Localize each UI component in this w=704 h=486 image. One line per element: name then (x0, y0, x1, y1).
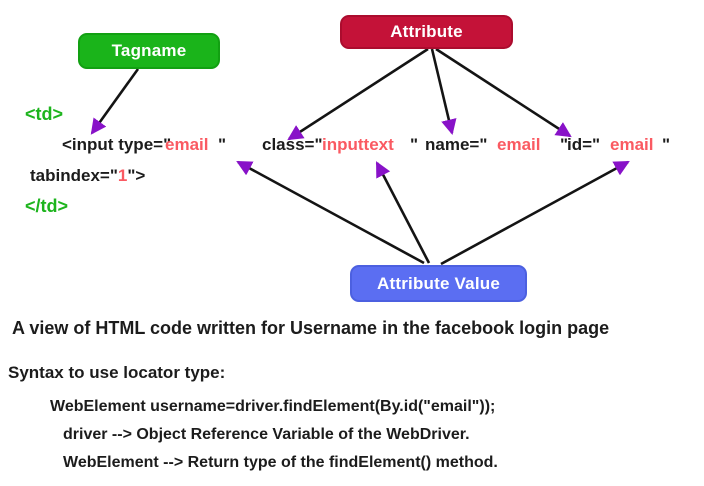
code-token: tabindex=" (30, 166, 118, 185)
arrow-tagname-to-input-tag (90, 68, 140, 135)
code-token: name=" (425, 135, 488, 154)
attribute-label: Attribute (390, 22, 463, 41)
code-token: class=" (262, 135, 323, 154)
code-token: " (662, 135, 671, 154)
code-token: <input type=" (62, 135, 172, 154)
code-token: " (218, 135, 227, 154)
arrow-attrvalue-to-id-value (440, 160, 630, 266)
arrow-attribute-to-id (435, 47, 572, 138)
code-open-td: <td> (25, 104, 64, 124)
code-token: inputtext (322, 135, 394, 154)
code-token: email (610, 135, 654, 154)
attribute-value-label: Attribute Value (377, 273, 500, 293)
arrow-attrvalue-to-type-value (236, 160, 425, 265)
code-token: 1 (117, 166, 128, 185)
syntax-line: driver --> Object Reference Variable of … (63, 426, 470, 443)
syntax-line: WebElement username=driver.findElement(B… (50, 398, 496, 415)
code-token: "> (127, 166, 146, 185)
code-token: email (497, 135, 541, 154)
arrow-attribute-to-class (287, 47, 429, 141)
tagname-label-box: Tagname (78, 33, 220, 69)
arrow-attribute-to-name (430, 48, 457, 136)
code-input-line: <input type="email"class="inputtext"name… (62, 135, 692, 159)
syntax-line: WebElement --> Return type of the findEl… (63, 454, 498, 471)
syntax-heading: Syntax to use locator type: (8, 363, 226, 382)
attribute-value-label-box: Attribute Value (350, 265, 527, 302)
code-token: " (410, 135, 419, 154)
tagname-label: Tagname (111, 41, 187, 60)
caption: A view of HTML code written for Username… (12, 318, 610, 338)
code-tabindex-line: tabindex="1"> (30, 166, 145, 186)
code-token: email (165, 135, 209, 154)
arrow-attrvalue-to-class-value (375, 161, 431, 264)
code-close-td: </td> (25, 196, 69, 216)
code-token: id=" (567, 135, 601, 154)
attribute-label-box: Attribute (340, 15, 513, 49)
code-token: " (560, 135, 569, 154)
